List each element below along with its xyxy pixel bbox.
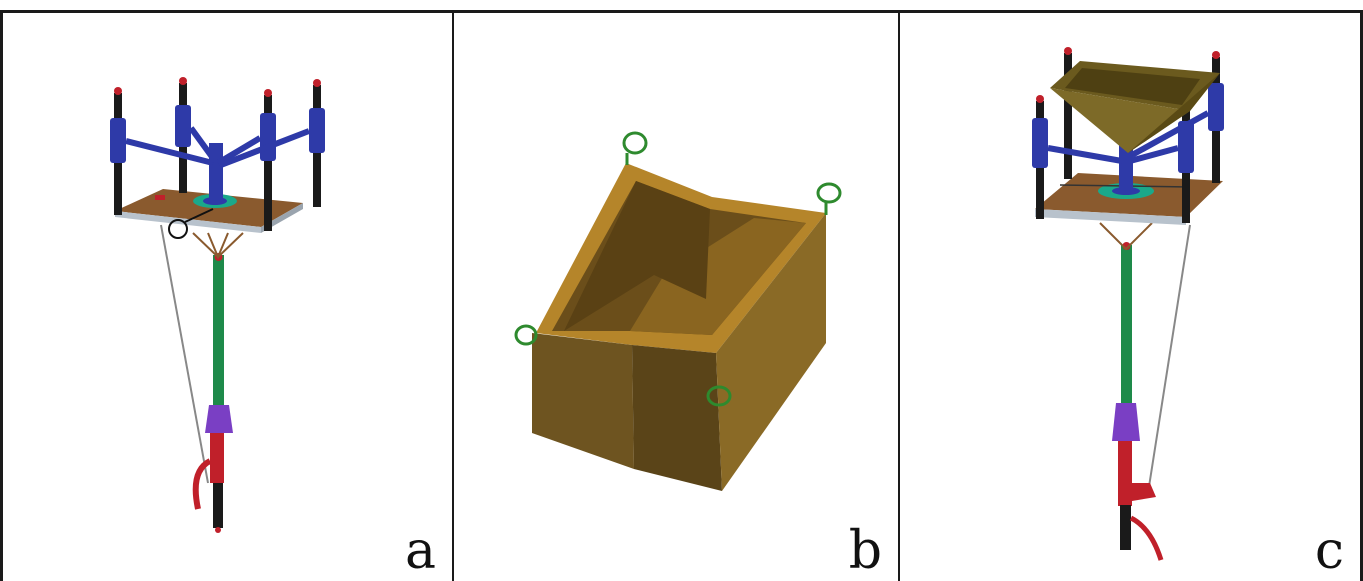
handle-hook [192,458,212,510]
tray-illustration [514,131,842,491]
sleeve-1 [110,118,126,163]
platform-edge [115,211,261,233]
handle-grip [1118,441,1132,506]
arm-4 [219,128,311,168]
pole-shaft [1121,245,1132,405]
collar [1112,403,1140,441]
arm-3 [216,135,262,166]
panel-label-c: c [1314,521,1344,581]
sleeve-4 [309,108,325,153]
device-illustration-a [110,77,325,533]
panel-b: b [454,10,900,581]
panel-label-a: a [404,521,436,581]
tray-front-left [532,333,634,469]
arm-2 [188,126,218,163]
collar [205,405,233,433]
tether-line [1147,224,1191,494]
funnel-front [1050,88,1190,153]
panel-a: a [0,10,454,581]
handle-hook [1129,515,1164,561]
device-illustration-c [1032,47,1224,561]
panel-label-b: b [848,521,882,581]
arm-1 [125,138,214,166]
tray-side [716,213,826,491]
loop-ring [168,219,188,239]
handle-end [213,483,223,528]
handle-end [1120,505,1131,550]
handle-grip [210,433,224,483]
leg-3 [264,95,272,231]
leg-2 [1064,53,1072,179]
lift-ring-1 [622,131,648,155]
tether-line [160,224,209,484]
sleeve-3 [260,113,276,161]
sleeve-2 [175,105,191,147]
panel-c: c [900,10,1363,581]
lift-ring-3 [514,324,538,346]
pole-shaft [213,255,224,405]
lift-ring-4 [706,385,732,407]
central-hub [1119,143,1133,191]
lift-ring-2 [816,182,842,204]
tray-front-right [632,345,722,491]
